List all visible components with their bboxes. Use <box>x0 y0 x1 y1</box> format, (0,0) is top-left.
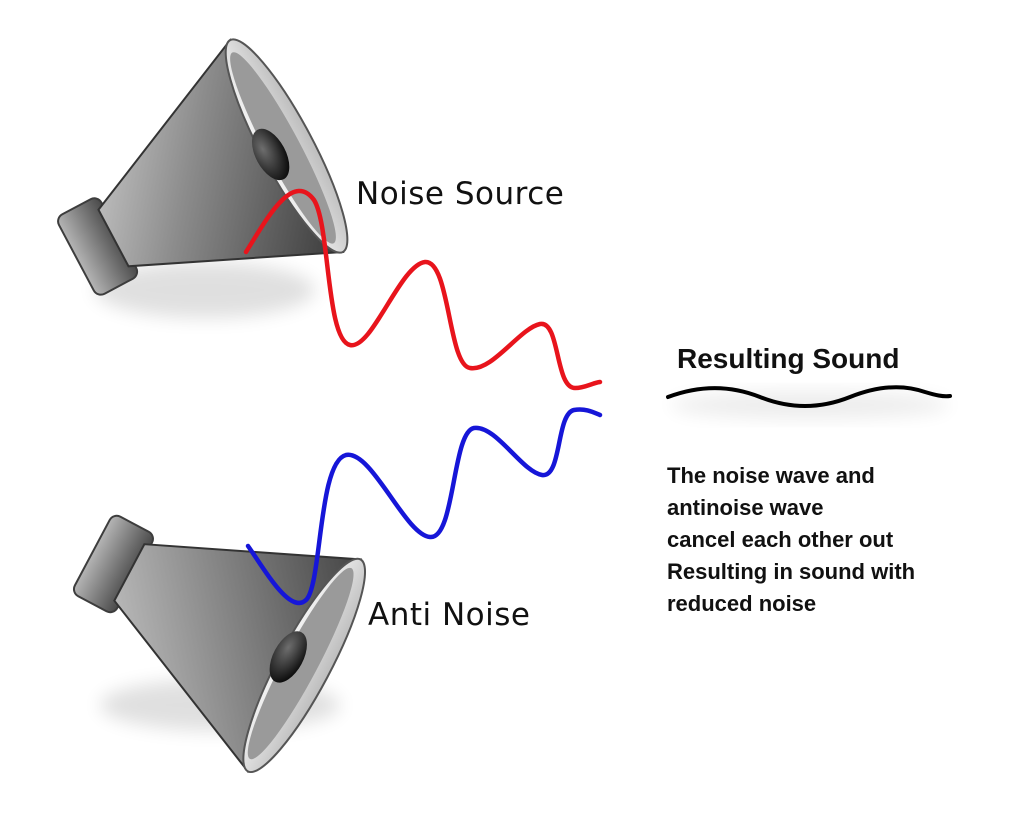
noise-wave <box>243 189 603 391</box>
resulting-sound-label: Resulting Sound <box>677 343 900 374</box>
explanation-line: Resulting in sound with <box>667 559 916 584</box>
explanation-text: The noise wave and antinoise wave cancel… <box>667 460 1007 620</box>
explanation-line: antinoise wave <box>667 495 824 520</box>
explanation-line: The noise wave and <box>667 463 875 488</box>
explanation-line: cancel each other out <box>667 527 894 552</box>
noise-source-label: Noise Source <box>356 176 565 212</box>
anti-noise-label: Anti Noise <box>368 597 531 633</box>
explanation-line: reduced noise <box>667 591 817 616</box>
anti-noise-wave <box>245 407 603 605</box>
top-speaker-icon <box>57 38 349 318</box>
resulting-wave <box>666 385 952 408</box>
bottom-speaker-icon <box>72 514 367 774</box>
